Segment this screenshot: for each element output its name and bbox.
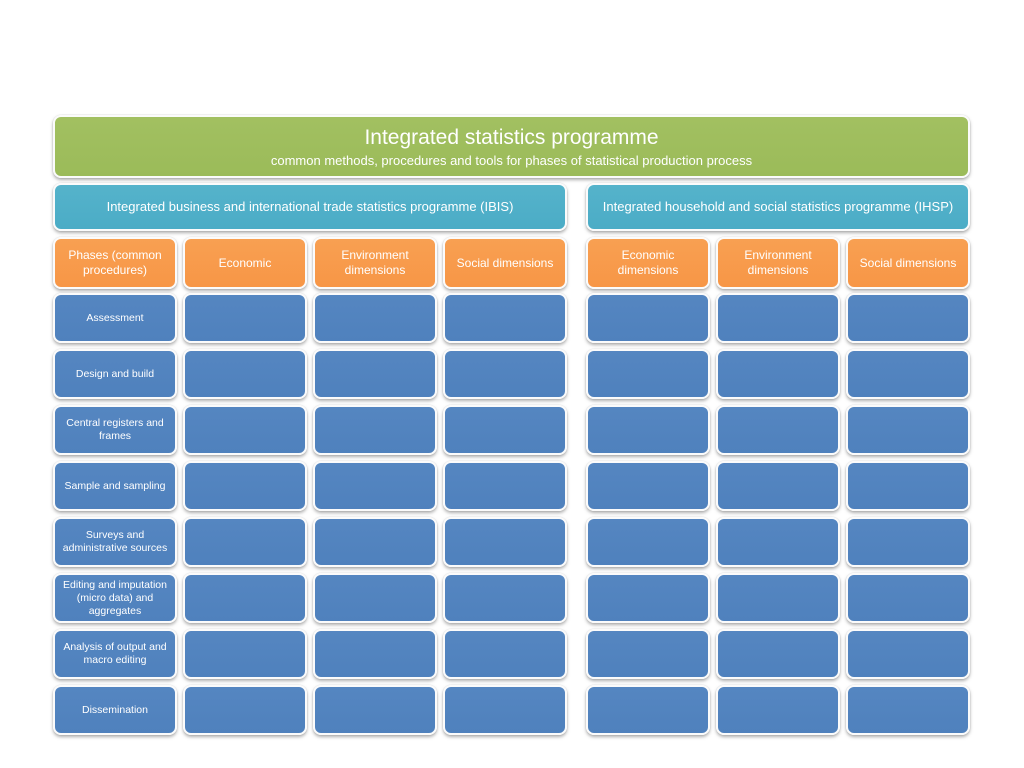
grid-cell — [183, 573, 307, 623]
grid-cell — [183, 349, 307, 399]
section-divider-gap — [573, 629, 580, 679]
grid-cell — [716, 685, 840, 735]
grid-cell — [846, 293, 970, 343]
column-header-2: Environment dimensions — [313, 237, 437, 289]
grid-cell — [716, 517, 840, 567]
grid-cell — [716, 573, 840, 623]
column-header-4: Economic dimensions — [586, 237, 710, 289]
grid-cell — [846, 461, 970, 511]
grid-cell — [313, 517, 437, 567]
phase-label: Analysis of output and macro editing — [53, 629, 177, 679]
grid-cell — [846, 573, 970, 623]
grid-cell — [183, 293, 307, 343]
page-title: Integrated statistics programme — [364, 125, 659, 149]
grid-cell — [313, 573, 437, 623]
grid-cell — [443, 685, 567, 735]
grid-cell — [716, 349, 840, 399]
programme-header-ihsp: Integrated household and social statisti… — [586, 183, 970, 231]
section-divider-gap — [573, 405, 580, 455]
grid-cell — [313, 629, 437, 679]
programme-header-ibis: Integrated business and international tr… — [53, 183, 567, 231]
phase-label: Central registers and frames — [53, 405, 177, 455]
grid-cell — [586, 573, 710, 623]
grid-cell — [586, 293, 710, 343]
grid-cell — [313, 685, 437, 735]
column-header-3: Social dimensions — [443, 237, 567, 289]
grid-cell — [313, 293, 437, 343]
grid-cell — [183, 685, 307, 735]
grid-cell — [183, 405, 307, 455]
grid-cell — [586, 405, 710, 455]
grid-cell — [586, 629, 710, 679]
grid-cell — [183, 461, 307, 511]
grid-cell — [716, 293, 840, 343]
grid-cell — [313, 405, 437, 455]
grid-cell — [443, 461, 567, 511]
phase-label: Sample and sampling — [53, 461, 177, 511]
phase-label: Assessment — [53, 293, 177, 343]
phase-label: Surveys and administrative sources — [53, 517, 177, 567]
grid-cell — [586, 685, 710, 735]
column-header-6: Social dimensions — [846, 237, 970, 289]
grid-cell — [313, 461, 437, 511]
page-subtitle: common methods, procedures and tools for… — [270, 152, 753, 168]
phase-label: Dissemination — [53, 685, 177, 735]
section-divider-gap — [573, 685, 580, 735]
grid-cell — [846, 405, 970, 455]
section-divider-gap — [573, 461, 580, 511]
section-divider-gap — [573, 517, 580, 567]
grid-cell — [443, 517, 567, 567]
integrated-statistics-diagram: Integrated statistics programme common m… — [53, 115, 970, 735]
grid-cell — [716, 405, 840, 455]
section-divider-gap — [573, 573, 580, 623]
grid-cell — [586, 349, 710, 399]
phase-label: Design and build — [53, 349, 177, 399]
grid-cell — [846, 685, 970, 735]
grid-cell — [586, 517, 710, 567]
grid-cell — [443, 573, 567, 623]
grid-cell — [586, 461, 710, 511]
grid-cell — [846, 629, 970, 679]
main-header-banner: Integrated statistics programme common m… — [53, 115, 970, 178]
column-header-5: Environment dimensions — [716, 237, 840, 289]
section-divider-gap — [573, 293, 580, 343]
section-divider-gap — [573, 237, 580, 289]
grid-cell — [443, 349, 567, 399]
section-divider-gap — [573, 349, 580, 399]
grid-cell — [443, 629, 567, 679]
grid-cell — [846, 517, 970, 567]
grid-cell — [183, 517, 307, 567]
column-header-1: Economic — [183, 237, 307, 289]
column-header-phases: Phases (common procedures) — [53, 237, 177, 289]
grid-cell — [716, 461, 840, 511]
grid-cell — [443, 405, 567, 455]
grid-cell — [183, 629, 307, 679]
grid-cell — [443, 293, 567, 343]
grid-cell — [846, 349, 970, 399]
grid-cell — [716, 629, 840, 679]
phase-label: Editing and imputation (micro data) and … — [53, 573, 177, 623]
programme-header-row: Integrated business and international tr… — [53, 183, 970, 231]
grid-cell — [313, 349, 437, 399]
